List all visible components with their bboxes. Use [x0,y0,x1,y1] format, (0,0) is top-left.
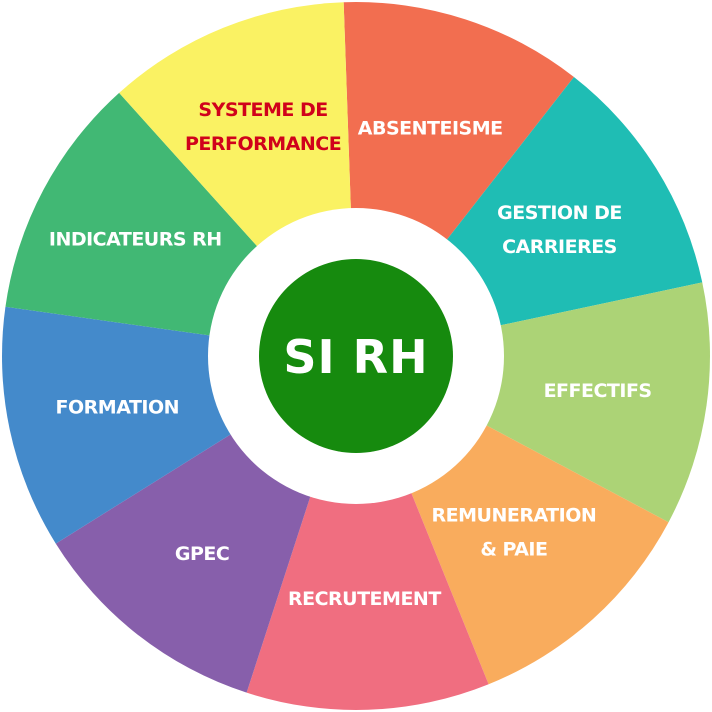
segment-label-line: REMUNERATION [432,504,597,526]
segment-label-line: & PAIE [480,538,547,560]
segment-label-gpec: GPEC [175,543,229,565]
center-title: SI RH [283,330,428,384]
segment-label-recrutement: RECRUTEMENT [288,588,441,610]
segment-label-line: RECRUTEMENT [288,588,441,610]
segment-label-line: EFFECTIFS [544,380,652,402]
segment-label-formation: FORMATION [56,397,179,419]
segment-label-line: GESTION DE [497,202,622,224]
segment-label-line: INDICATEURS RH [49,229,222,251]
segment-label-line: FORMATION [56,397,179,419]
segment-recrutement [246,356,489,710]
segment-label-line: SYSTEME DE [198,99,327,121]
segment-label-line: CARRIERES [502,236,617,258]
segment-label-effectifs: EFFECTIFS [544,380,652,402]
segment-label-absenteisme: ABSENTEISME [358,118,503,140]
segment-label-systeme-de-performance: SYSTEME DE PERFORMANCE [185,99,341,155]
segment-label-remuneration-and-paie: REMUNERATION & PAIE [432,504,597,560]
segment-label-line: PERFORMANCE [185,133,341,155]
segment-label-line: GPEC [175,543,229,565]
wheel-labels: ABSENTEISME GESTION DE CARRIERES EFFECTIFS R… [49,99,652,610]
segment-label-line: ABSENTEISME [358,118,503,140]
segment-label-indicateurs-rh: INDICATEURS RH [49,229,222,251]
center-hub [259,259,453,453]
segment-label-gestion-de-carrieres: GESTION DE CARRIERES [497,202,622,258]
